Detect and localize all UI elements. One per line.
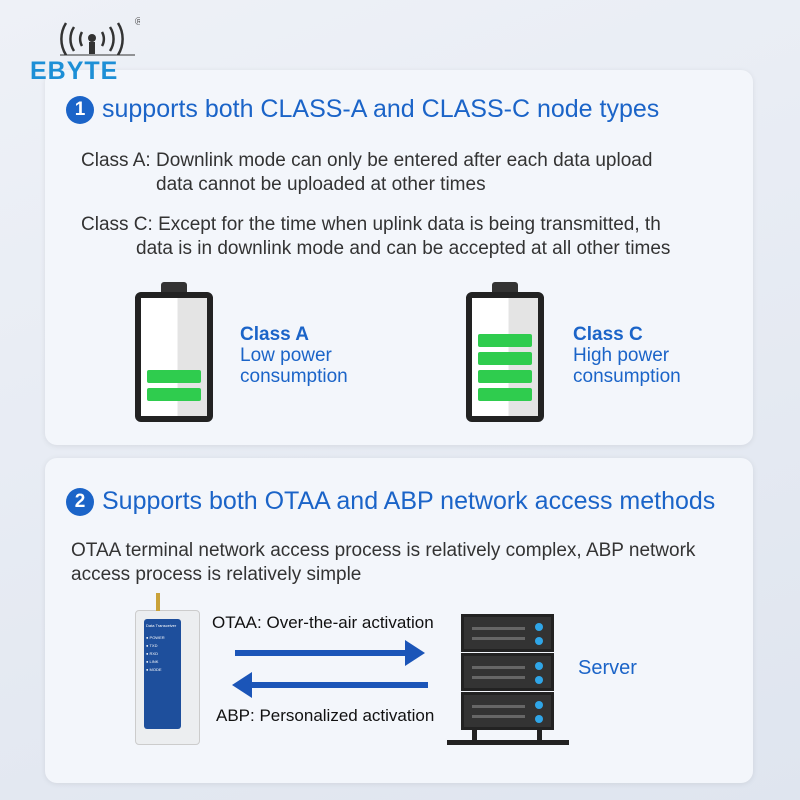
battery-icon-class-a: [135, 292, 213, 422]
ebyte-logo: ®: [30, 16, 143, 56]
class-a-desc: Class A: Downlink mode can only be enter…: [81, 150, 653, 171]
class-a-desc-2: data cannot be uploaded at other times: [156, 174, 486, 195]
abp-label: ABP: Personalized activation: [216, 706, 435, 725]
arrow-left-icon: [250, 682, 428, 688]
network-desc-2: access process is relatively simple: [71, 564, 362, 585]
battery-icon-class-c: [466, 292, 544, 422]
server-label: Server: [578, 657, 637, 679]
brand-name: EBYTE: [30, 57, 119, 85]
otaa-label: OTAA: Over-the-air activation: [212, 613, 434, 632]
data-transceiver-device: Data Transceiver ● POWER● TXD● RXD● LINK…: [135, 593, 200, 745]
class-c-desc-2: data is in downlink mode and can be acce…: [136, 238, 671, 259]
svg-text:®: ®: [135, 16, 140, 28]
class-c-desc: Class C: Except for the time when uplink…: [81, 214, 661, 235]
wireless-signal-icon: ®: [60, 16, 143, 56]
network-desc: OTAA terminal network access process is …: [71, 540, 696, 561]
arrow-right-icon: [235, 650, 415, 656]
